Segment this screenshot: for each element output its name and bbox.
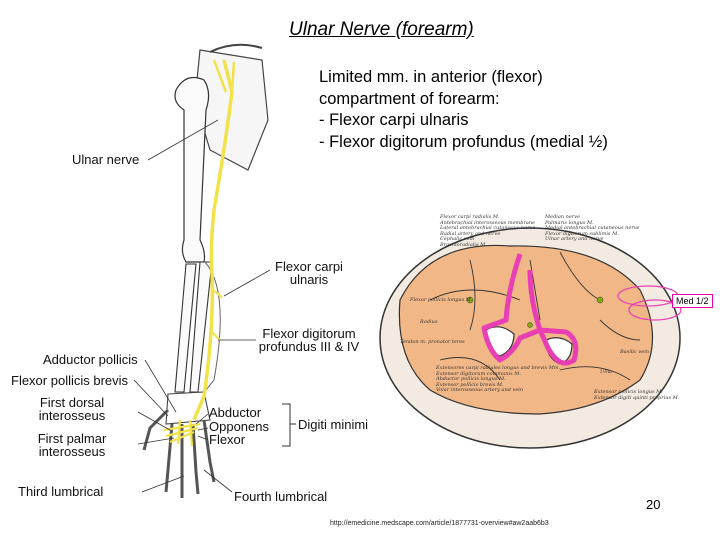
leader-line bbox=[197, 435, 209, 441]
ulnar-nerve-branch bbox=[212, 59, 228, 93]
clavicle-shape bbox=[209, 43, 263, 53]
leader-line bbox=[137, 437, 175, 445]
cs-label: Tendon m. pronator teres bbox=[400, 339, 465, 345]
label-line: First dorsal bbox=[39, 395, 105, 410]
leader-line bbox=[133, 379, 169, 417]
muscle-septa bbox=[429, 251, 641, 381]
humerus-shape bbox=[174, 77, 210, 263]
finger-shape bbox=[202, 419, 216, 483]
slide-title: Ulnar Nerve (forearm) bbox=[289, 19, 474, 40]
cs-label: Cephalic vein bbox=[440, 236, 475, 242]
label-line: ulnaris bbox=[289, 272, 329, 287]
fdp-highlight bbox=[481, 253, 579, 366]
leader-line bbox=[195, 413, 209, 425]
body-text: Limited mm. in anterior (flexor) compart… bbox=[319, 67, 608, 153]
cs-label: Extensor pollicis brevis M. bbox=[436, 381, 504, 388]
leader-line bbox=[141, 475, 185, 493]
label-flexor: Flexor bbox=[209, 432, 246, 447]
label-flexor-pollicis-brevis: Flexor pollicis brevis bbox=[11, 373, 129, 388]
cs-label: Medial antebrachial cutaneous nerve bbox=[545, 225, 640, 231]
cs-label: Radius bbox=[420, 319, 438, 325]
label-line: profundus III & IV bbox=[258, 339, 360, 354]
finger-shape bbox=[191, 423, 200, 495]
leader-line bbox=[144, 359, 177, 413]
leader-line bbox=[223, 269, 271, 297]
label-ulnar-nerve: Ulnar nerve bbox=[72, 152, 140, 167]
ulnar-nerve-path bbox=[192, 59, 234, 421]
body-line: - Flexor carpi ulnaris bbox=[319, 111, 469, 129]
cs-label: Median nerve bbox=[545, 214, 581, 220]
label-third-lumbrical: Third lumbrical bbox=[18, 484, 104, 499]
cs-label: Ulnar artery and nerve bbox=[545, 236, 604, 242]
cross-section-left-lower-labels: Extensores carpi radiales longus and bre… bbox=[436, 365, 561, 394]
label-flexor-digitorum-profundus: Flexor digitorum profundus III & IV bbox=[250, 327, 368, 353]
body-line: compartment of forearm: bbox=[319, 89, 500, 108]
source-url[interactable]: http://emedicine.medscape.com/article/18… bbox=[330, 520, 549, 527]
label-line: interosseus bbox=[38, 408, 106, 423]
label-line: Flexor carpi bbox=[275, 259, 343, 274]
cross-section-right-labels: Median nerve Palmaris longus M. Medial a… bbox=[545, 214, 640, 243]
leader-line bbox=[147, 119, 219, 161]
ulnar-nerve-branch bbox=[209, 329, 221, 341]
vessel-dot bbox=[596, 296, 604, 304]
carpal-shape bbox=[165, 391, 211, 425]
cs-label: Palmaris longus M. bbox=[545, 219, 594, 226]
cs-label: Extensores carpi radiales longus and bre… bbox=[436, 365, 561, 371]
digiti-minimi-bracket bbox=[282, 403, 296, 447]
label-abductor: Abductor bbox=[209, 405, 262, 420]
cs-label: Flexor digitorum sublimis M. bbox=[545, 230, 619, 237]
label-line: First palmar bbox=[37, 431, 107, 446]
cs-label: Brachioradialis M. bbox=[440, 241, 487, 248]
hand-nerve-branches bbox=[163, 419, 201, 447]
label-first-palmar-interosseus: First palmar interosseus bbox=[28, 432, 116, 458]
cs-label: Abductor pollicis longus M. bbox=[436, 376, 506, 382]
label-fourth-lumbrical: Fourth lumbrical bbox=[234, 489, 328, 504]
finger-shape bbox=[164, 423, 174, 493]
label-line: Flexor digitorum bbox=[262, 326, 356, 341]
body-line: Limited mm. in anterior (flexor) bbox=[319, 68, 543, 86]
vessel-dot bbox=[466, 296, 474, 304]
label-flexor-carpi-ulnaris: Flexor carpi ulnaris bbox=[268, 260, 350, 286]
page-number: 20 bbox=[646, 497, 661, 512]
cross-section-right-lower-labels: Extensor pollicis longus M. Extensor dig… bbox=[594, 389, 680, 401]
med-half-label: Med 1/2 bbox=[672, 294, 713, 308]
cs-label: Lateral antebrachial cutaneous nerve bbox=[440, 225, 536, 231]
leader-line bbox=[203, 469, 233, 493]
cs-label: Extensor pollicis longus M. bbox=[594, 389, 663, 395]
fcu-highlight bbox=[628, 299, 682, 321]
label-line: interosseus bbox=[38, 444, 106, 459]
radius-shape bbox=[174, 263, 197, 393]
cs-label: Extensor digiti quinti proprius M. bbox=[594, 394, 680, 401]
label-first-dorsal-interosseus: First dorsal interosseus bbox=[30, 396, 114, 422]
label-adductor-pollicis: Adductor pollicis bbox=[43, 352, 138, 367]
muscle-region bbox=[398, 244, 654, 415]
vessel-dot bbox=[527, 322, 533, 328]
label-opponens: Opponens bbox=[209, 419, 269, 434]
label-digiti-minimi: Digiti minimi bbox=[298, 417, 369, 432]
cs-label: Flexor pollicis longus M. bbox=[410, 297, 473, 303]
cs-label: Radial artery and nerve bbox=[440, 230, 501, 237]
cs-label: Antebrachial interosseous membrane bbox=[440, 219, 536, 226]
ulnar-nerve-branch bbox=[230, 61, 236, 93]
cross-section-left-labels: Flexor carpi radialis M. Antebrachial in… bbox=[440, 214, 536, 248]
ulnar-nerve-branch bbox=[212, 289, 223, 299]
leader-line bbox=[197, 427, 209, 431]
cs-label: Ulna bbox=[600, 369, 613, 375]
body-line: - Flexor digitorum profundus (medial ½) bbox=[319, 132, 608, 151]
cs-label: Volar interosseous artery and vein bbox=[436, 387, 524, 393]
cs-label: Basilic vein bbox=[620, 349, 650, 355]
leader-line bbox=[137, 411, 171, 431]
cs-label: Extensor digitorum communis M. bbox=[436, 370, 521, 377]
forearm-cross-section bbox=[379, 227, 682, 449]
cs-label: Flexor carpi radialis M. bbox=[440, 214, 500, 220]
